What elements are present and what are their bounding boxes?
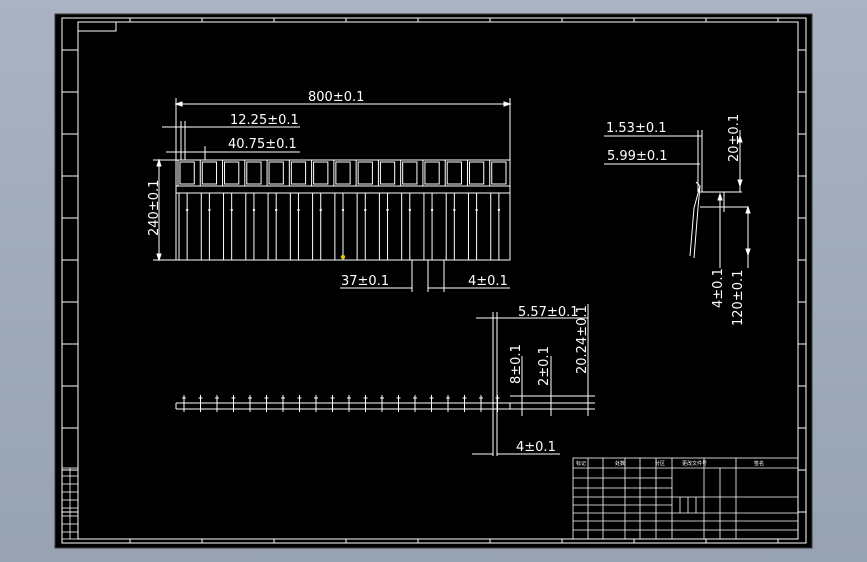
title-header-1: 处数	[615, 460, 625, 467]
front-slot	[313, 161, 329, 185]
front-pin-dot	[252, 208, 256, 212]
title-header-4: 签名	[754, 460, 764, 467]
dim-4-bottom: 4±0.1	[516, 440, 556, 455]
front-pin-dot	[230, 208, 233, 212]
yellow-marker-dot	[340, 254, 346, 260]
dim-120: 120±0.1	[731, 270, 746, 326]
front-pin-dot	[275, 208, 278, 212]
title-header-3: 更改文件号	[682, 460, 707, 467]
dim-37: 37±0.1	[341, 274, 389, 289]
dim-40-75: 40.75±0.1	[228, 137, 297, 152]
title-block	[572, 457, 799, 540]
dim-4-side: 4±0.1	[711, 268, 726, 308]
dim-8: 8±0.1	[509, 344, 524, 384]
dim-1-53: 1.53±0.1	[606, 121, 667, 136]
front-slot	[246, 161, 262, 185]
dim-4-front: 4±0.1	[468, 274, 508, 289]
dim-800: 800±0.1	[308, 90, 364, 105]
front-pin-dot	[453, 208, 456, 212]
front-pin-dot	[386, 208, 389, 212]
dim-240: 240±0.1	[147, 180, 162, 236]
side-view	[604, 130, 751, 268]
front-pin-dot	[497, 208, 501, 212]
front-view	[153, 98, 512, 292]
front-pin-dot	[185, 208, 189, 212]
front-slot	[379, 161, 396, 185]
outer-border	[61, 17, 807, 544]
bottom-view	[175, 304, 595, 456]
dim-2: 2±0.1	[537, 346, 552, 386]
front-slot	[402, 161, 418, 185]
dim-20: 20±0.1	[727, 114, 742, 162]
dim-5-57: 5.57±0.1	[518, 305, 579, 320]
dim-5-99: 5.99±0.1	[607, 149, 668, 164]
front-slot	[290, 161, 307, 185]
front-slot	[268, 161, 284, 185]
front-pin-dot	[208, 208, 211, 212]
front-pin-dot	[408, 208, 411, 212]
front-pin-dot	[430, 208, 434, 212]
front-pin-dot	[475, 208, 478, 212]
front-slot	[357, 161, 373, 185]
front-slot	[446, 161, 462, 185]
title-header-2: 分区	[655, 460, 665, 467]
title-header-0: 标记	[576, 460, 586, 467]
front-pin-dot	[341, 208, 345, 212]
front-pin-dot	[297, 208, 300, 212]
front-slot	[424, 161, 440, 185]
front-pin-dot	[364, 208, 367, 212]
front-slot	[335, 161, 351, 185]
dim-20-24: 20.24±0.1	[575, 305, 590, 374]
front-slot	[179, 161, 195, 185]
front-slot	[224, 161, 240, 185]
front-pin-dot	[319, 208, 322, 212]
dim-12-25: 12.25±0.1	[230, 113, 299, 128]
front-slot	[201, 161, 218, 185]
revision-strip	[61, 467, 79, 540]
front-slot	[468, 161, 485, 185]
front-slot	[491, 161, 507, 185]
